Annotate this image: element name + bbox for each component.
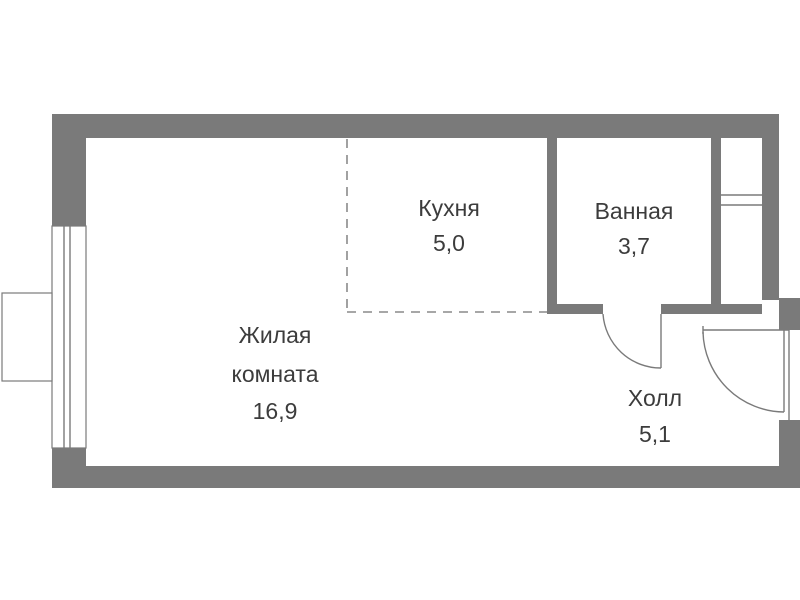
hall-label: Холл [628, 385, 682, 411]
living-room-label: комната [232, 361, 319, 387]
entrance-door-swing [702, 331, 785, 413]
kitchen-label: Кухня [418, 195, 480, 221]
living-room-area: 16,9 [253, 398, 298, 424]
left-wall-lower [52, 448, 86, 488]
right-wall-lower [779, 420, 800, 488]
bathroom-door [602, 313, 662, 369]
utility-shaft [721, 194, 762, 206]
bathroom-left-wall [547, 138, 557, 314]
living-room-label: Жилая [239, 322, 312, 348]
bathroom-walls [547, 138, 762, 314]
top-wall [52, 114, 779, 138]
balcony-outline [1, 292, 53, 382]
bathroom-door-swing [602, 313, 662, 369]
left-wall-upper [52, 114, 86, 226]
window [1, 225, 87, 449]
kitchen-zone-boundary [346, 139, 547, 313]
bathroom-right-wall [711, 138, 721, 314]
bathroom-bottom-wall-left [547, 304, 603, 314]
right-wall-stub [779, 298, 800, 330]
bottom-wall [52, 466, 800, 488]
bathroom-area: 3,7 [618, 233, 650, 259]
outer-walls [52, 114, 800, 488]
window-frame [51, 225, 87, 449]
right-wall-upper [762, 114, 779, 300]
hall-area: 5,1 [639, 421, 671, 447]
kitchen-area: 5,0 [433, 230, 465, 256]
entrance-door [702, 322, 790, 420]
bathroom-label: Ванная [595, 198, 674, 224]
